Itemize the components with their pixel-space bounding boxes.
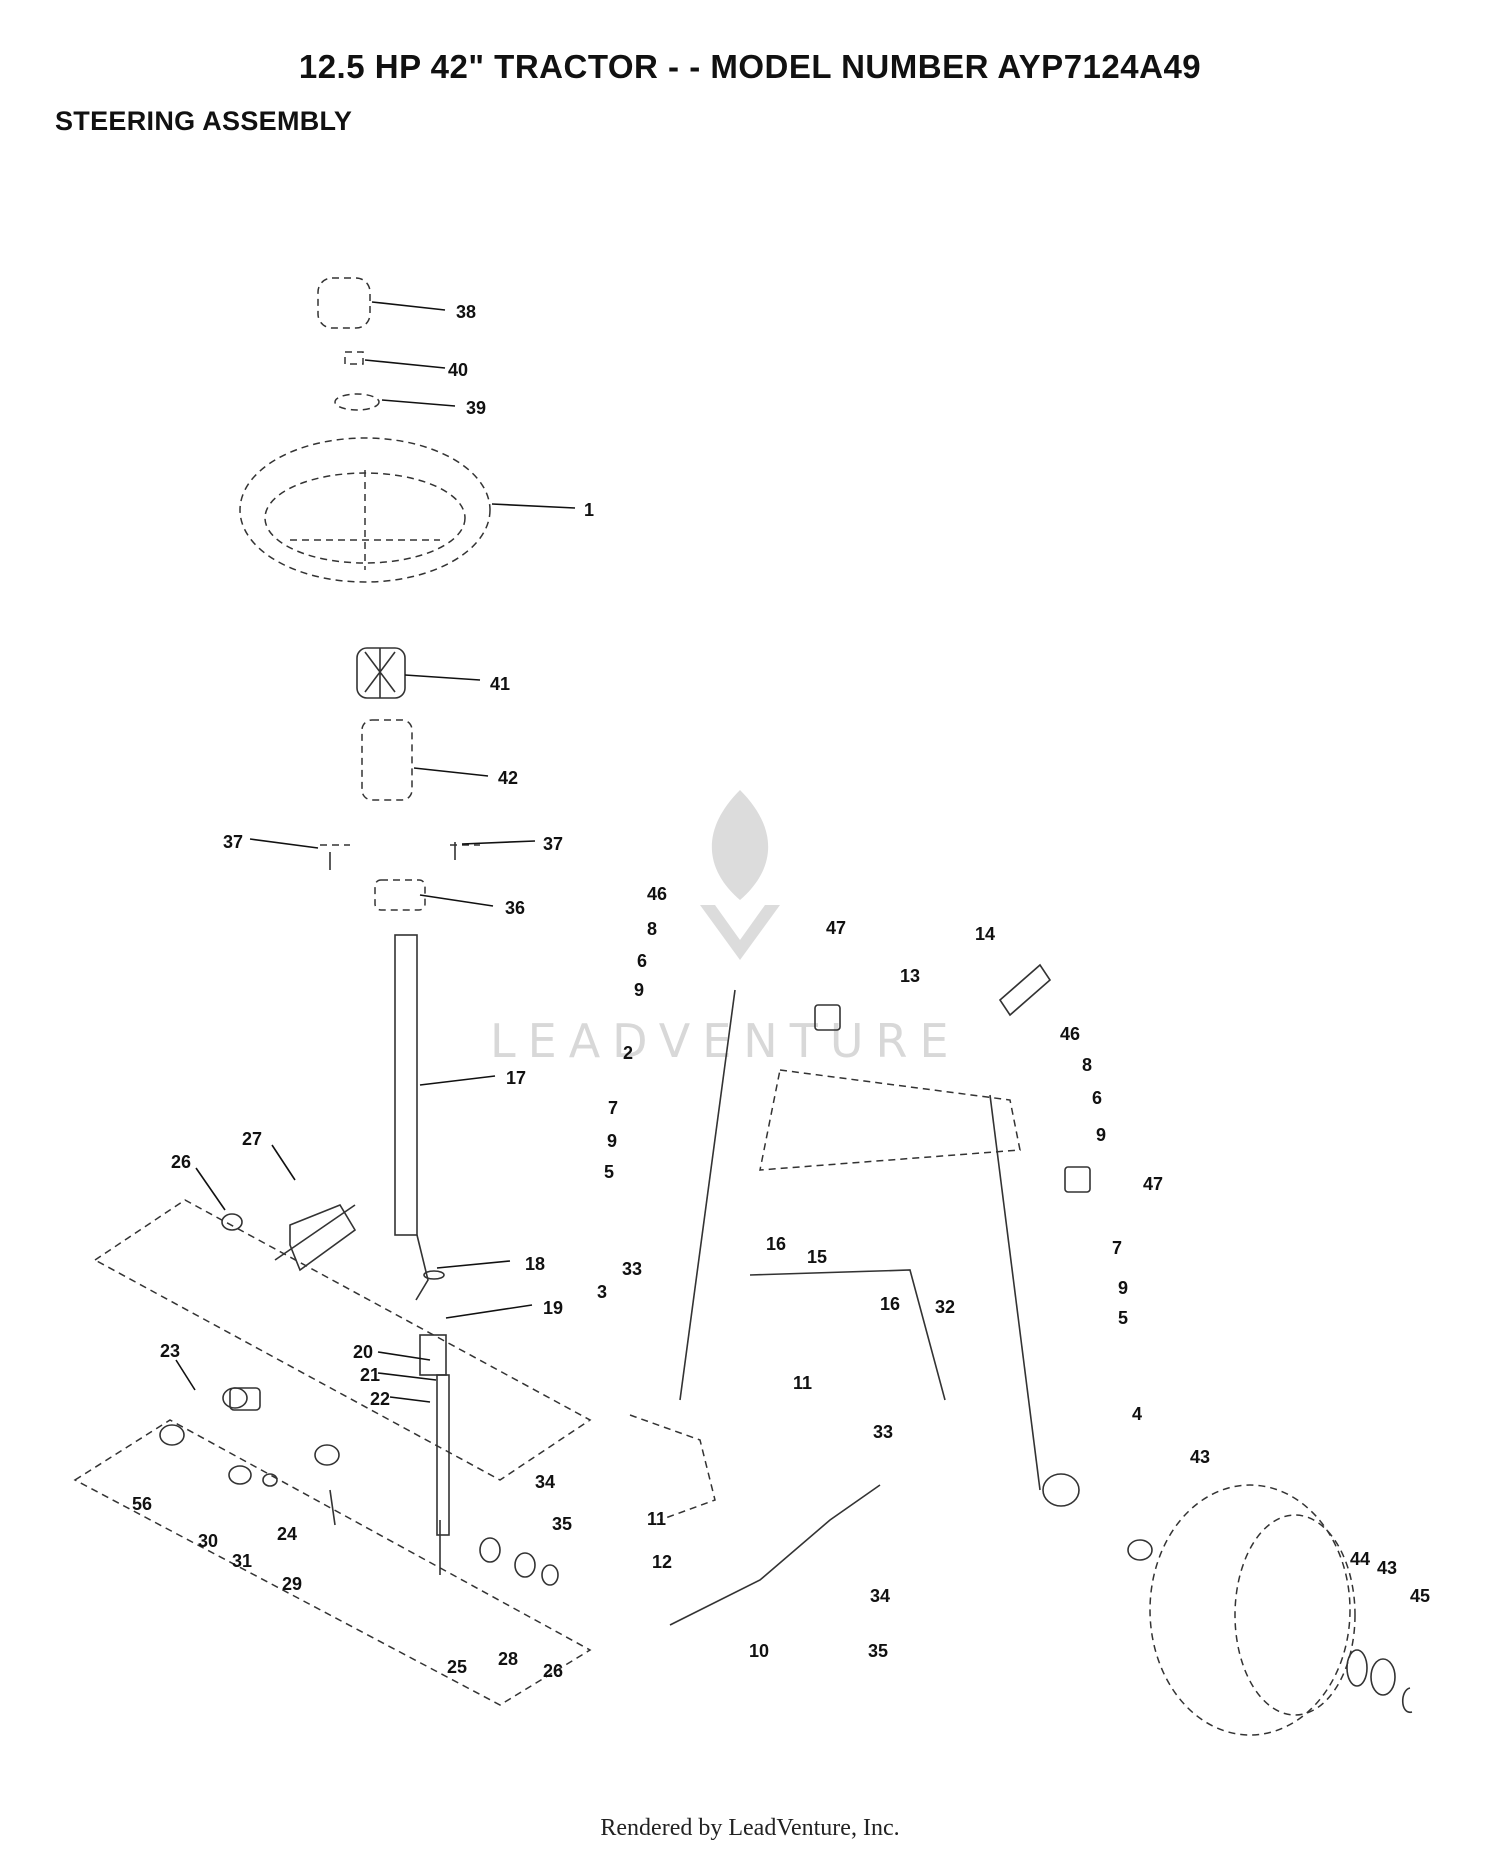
callout-35-left: 35 bbox=[552, 1514, 572, 1534]
callout-9-left-top: 9 bbox=[634, 980, 644, 1000]
callout-1: 1 bbox=[584, 500, 594, 520]
callout-labels: 38 40 39 1 41 42 37 37 36 17 27 26 18 19… bbox=[132, 302, 1430, 1681]
callout-11-right: 11 bbox=[793, 1373, 812, 1393]
callout-47-right: 47 bbox=[1143, 1174, 1163, 1194]
callout-12: 12 bbox=[652, 1552, 672, 1572]
watermark-logo bbox=[700, 790, 780, 960]
callout-5-right: 5 bbox=[1118, 1308, 1128, 1328]
callout-56: 56 bbox=[132, 1494, 152, 1514]
callout-37-right: 37 bbox=[543, 834, 563, 854]
front-wheel bbox=[1149, 1484, 1413, 1736]
callout-34-right: 34 bbox=[870, 1586, 890, 1606]
callout-45: 45 bbox=[1410, 1586, 1430, 1606]
callout-16-left: 16 bbox=[766, 1234, 786, 1254]
callout-26-bottom: 26 bbox=[543, 1661, 563, 1681]
callout-29: 29 bbox=[282, 1574, 302, 1594]
callout-5-left: 5 bbox=[604, 1162, 614, 1182]
callout-11-left: 11 bbox=[647, 1509, 666, 1529]
callout-46-right: 46 bbox=[1060, 1024, 1080, 1044]
callout-41: 41 bbox=[490, 674, 510, 694]
callout-23: 23 bbox=[160, 1341, 180, 1361]
gear-frame-parts bbox=[73, 1199, 592, 1706]
callout-46-left: 46 bbox=[647, 884, 667, 904]
callout-32: 32 bbox=[935, 1297, 955, 1317]
callout-6-left: 6 bbox=[637, 951, 647, 971]
callout-27: 27 bbox=[242, 1129, 262, 1149]
callout-9-right-top: 9 bbox=[1096, 1125, 1106, 1145]
callout-44: 44 bbox=[1350, 1549, 1370, 1569]
callout-22: 22 bbox=[370, 1389, 390, 1409]
watermark-text: LEADVENTURE bbox=[490, 1014, 961, 1068]
callout-16-right: 16 bbox=[880, 1294, 900, 1314]
axle-and-links bbox=[629, 963, 1153, 1626]
callout-7-left: 7 bbox=[608, 1098, 618, 1118]
callout-8-left: 8 bbox=[647, 919, 657, 939]
callout-9-left-mid: 9 bbox=[607, 1131, 617, 1151]
callout-31: 31 bbox=[232, 1551, 252, 1571]
callout-37-left: 37 bbox=[223, 832, 243, 852]
callout-38: 38 bbox=[456, 302, 476, 322]
callout-7-right: 7 bbox=[1112, 1238, 1122, 1258]
callout-3: 3 bbox=[597, 1282, 607, 1302]
callout-15: 15 bbox=[807, 1247, 827, 1267]
steering-wheel-parts bbox=[239, 277, 491, 1536]
callout-35-right: 35 bbox=[868, 1641, 888, 1661]
callout-43-bottom: 43 bbox=[1377, 1558, 1397, 1578]
callout-39: 39 bbox=[466, 398, 486, 418]
callout-17: 17 bbox=[506, 1068, 526, 1088]
callout-21: 21 bbox=[360, 1365, 380, 1385]
callout-33-right: 33 bbox=[873, 1422, 893, 1442]
callout-33-left: 33 bbox=[622, 1259, 642, 1279]
callout-24: 24 bbox=[277, 1524, 297, 1544]
callout-19: 19 bbox=[543, 1298, 563, 1318]
footer-credit: Rendered by LeadVenture, Inc. bbox=[600, 1815, 900, 1841]
page-title: 12.5 HP 42" TRACTOR - - MODEL NUMBER AYP… bbox=[298, 48, 1202, 85]
leader-lines bbox=[175, 301, 576, 1403]
callout-40: 40 bbox=[448, 360, 468, 380]
callout-28: 28 bbox=[498, 1649, 518, 1669]
callout-8-right: 8 bbox=[1082, 1055, 1092, 1075]
callout-30: 30 bbox=[198, 1531, 218, 1551]
callout-36: 36 bbox=[505, 898, 525, 918]
callout-9-right-mid: 9 bbox=[1118, 1278, 1128, 1298]
callout-42: 42 bbox=[498, 768, 518, 788]
callout-13: 13 bbox=[900, 966, 920, 986]
callout-47-top: 47 bbox=[826, 918, 846, 938]
callout-18: 18 bbox=[525, 1254, 545, 1274]
callout-26-top: 26 bbox=[171, 1152, 191, 1172]
callout-34-left: 34 bbox=[535, 1472, 555, 1492]
callout-10: 10 bbox=[749, 1641, 769, 1661]
section-title: STEERING ASSEMBLY bbox=[55, 106, 353, 136]
callout-14: 14 bbox=[975, 924, 995, 944]
callout-6-right: 6 bbox=[1092, 1088, 1102, 1108]
callout-25: 25 bbox=[447, 1657, 467, 1677]
callout-2: 2 bbox=[623, 1043, 633, 1063]
callout-43-top: 43 bbox=[1190, 1447, 1210, 1467]
callout-20: 20 bbox=[353, 1342, 373, 1362]
callout-4: 4 bbox=[1132, 1404, 1142, 1424]
